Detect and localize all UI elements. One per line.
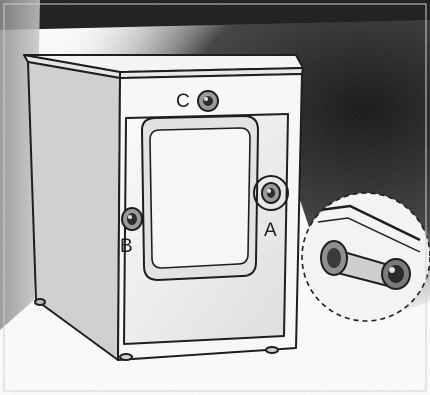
magnified-knob-detail-icon (302, 193, 430, 321)
front-left-foot (120, 354, 132, 360)
door-window-glass (150, 128, 250, 268)
label-c: C (176, 91, 190, 112)
front-right-foot (266, 347, 278, 353)
round-knob-icon (198, 91, 218, 111)
rear-left-foot (35, 299, 45, 305)
round-knob-icon (122, 208, 142, 230)
round-knob-icon (262, 183, 280, 203)
label-a: A (264, 220, 277, 241)
label-b: B (120, 236, 133, 257)
zoom-detail (302, 193, 430, 321)
